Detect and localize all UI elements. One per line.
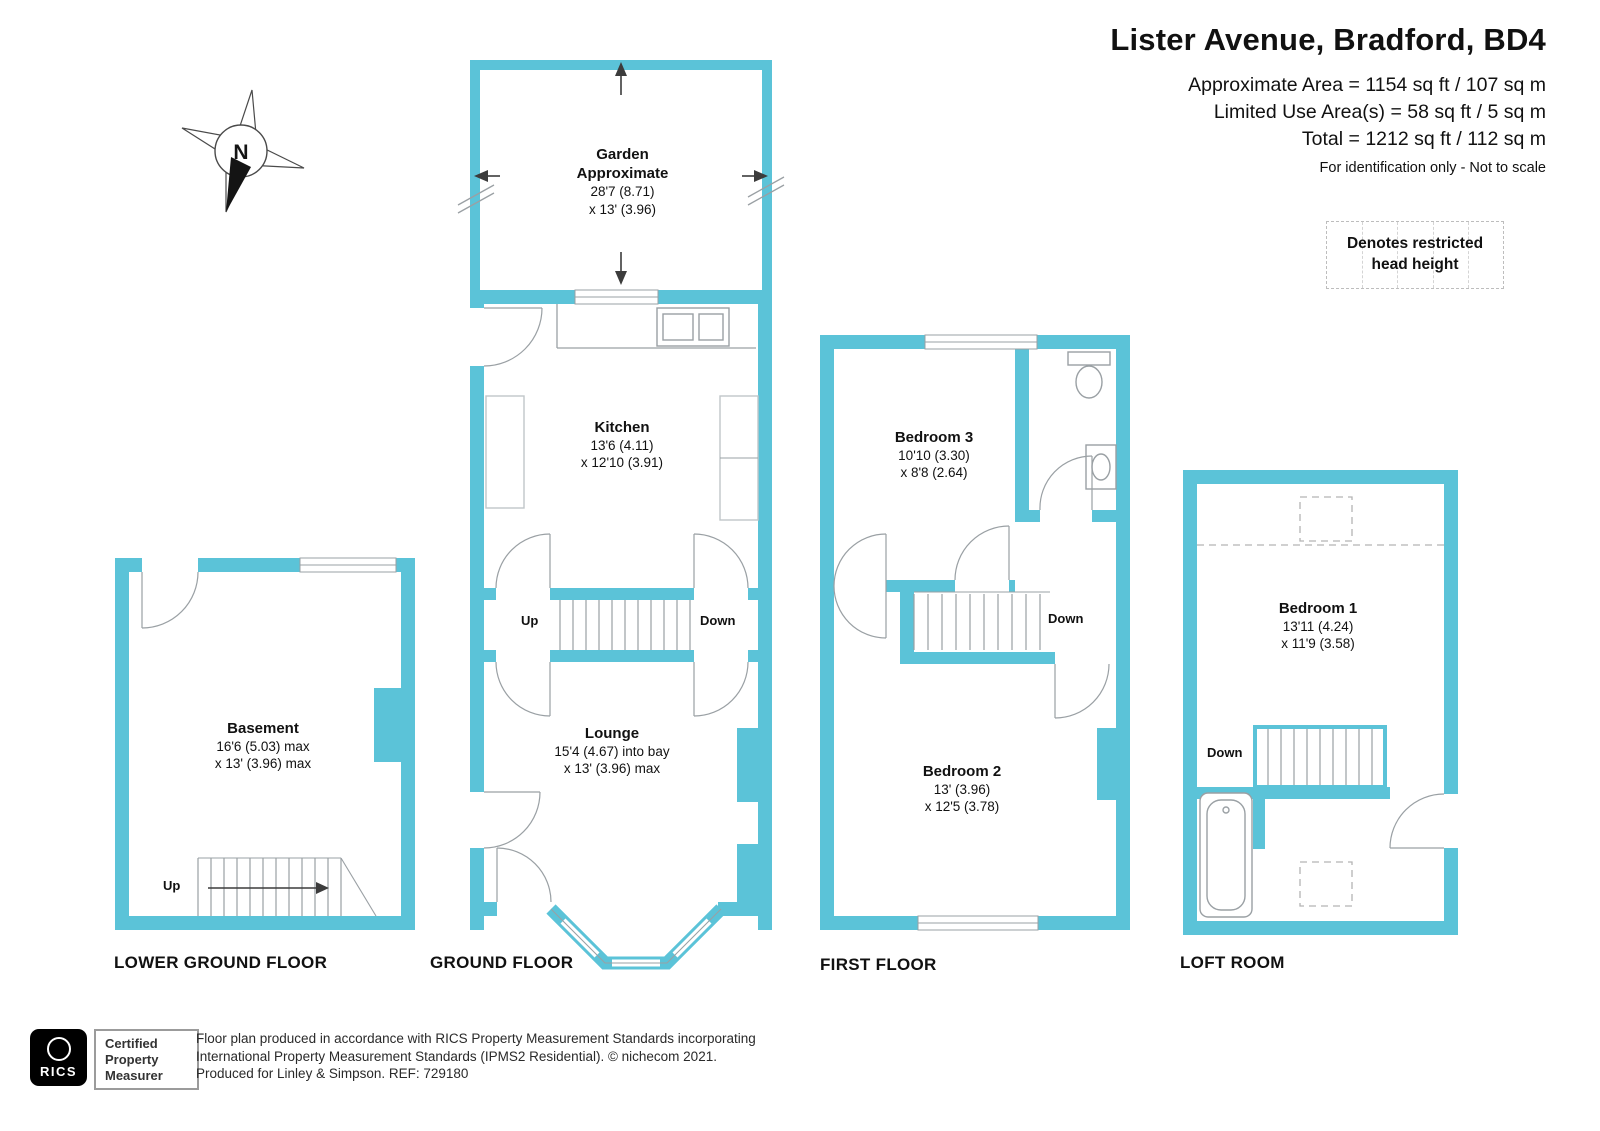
footer-line: Floor plan produced in accordance with R…: [196, 1031, 756, 1046]
room-name: Kitchen: [594, 419, 650, 436]
loft-floor-plan: [1183, 470, 1458, 935]
footer-disclaimer: Floor plan produced in accordance with R…: [196, 1030, 756, 1083]
page-title: Lister Avenue, Bradford, BD4: [1110, 22, 1546, 57]
kitchen-sink-unit: [556, 304, 756, 349]
compass-north-label: N: [233, 141, 248, 164]
room-label-bedroom2: Bedroom 2 13' (3.96) x 12'5 (3.78): [872, 762, 1052, 816]
cert-line: Measurer: [105, 1067, 163, 1083]
first-floor-doors: [833, 455, 1110, 719]
stair-label-down-loft: Down: [1207, 745, 1243, 760]
cert-line: Certified: [105, 1035, 158, 1051]
bay-window: [546, 904, 726, 970]
stair-label-down-first: Down: [1048, 611, 1084, 626]
restricted-head-height-legend: Denotes restricted head height: [1326, 221, 1504, 289]
kitchen-units: [485, 395, 759, 521]
loft-door: [1389, 793, 1445, 849]
stair-label-up-basement: Up: [163, 878, 181, 893]
rics-logo: RICS: [30, 1029, 87, 1086]
floor-title-lower-ground: LOWER GROUND FLOOR: [114, 953, 328, 972]
room-label-basement: Basement 16'6 (5.03) max x 13' (3.96) ma…: [168, 719, 358, 773]
room-dimension: x 12'10 (3.91): [580, 455, 664, 471]
total-area: Total = 1212 sq ft / 112 sq m: [1301, 128, 1546, 150]
rics-logo-text: RICS: [39, 1063, 78, 1079]
legend-hatch-line: [1397, 222, 1399, 288]
ground-floor-plan: [457, 60, 785, 970]
kitchen-window: [574, 289, 659, 305]
room-name: Bedroom 1: [1278, 600, 1358, 617]
room-dimension: 13'6 (4.11): [590, 438, 654, 454]
legend-hatch-line: [1467, 222, 1469, 288]
basement-door: [141, 571, 199, 629]
footer-line: Produced for Linley & Simpson. REF: 7291…: [196, 1066, 469, 1081]
stair-label-down-ground: Down: [700, 613, 736, 628]
first-floor-windows: [917, 334, 1039, 931]
room-label-kitchen: Kitchen 13'6 (4.11) x 12'10 (3.91): [535, 418, 709, 472]
garden-extent-arrows: [474, 62, 768, 285]
room-dimension: 13' (3.96): [933, 782, 991, 798]
restricted-head-height-lines: [1197, 496, 1444, 907]
compass-icon: N: [181, 89, 305, 213]
room-label-lounge: Lounge 15'4 (4.67) into bay x 13' (3.96)…: [512, 724, 712, 778]
room-dimension: 10'10 (3.30): [898, 448, 970, 464]
room-name: Bedroom 3: [894, 429, 974, 446]
cert-line: Property: [105, 1051, 159, 1067]
floor-title-loft: LOFT ROOM: [1180, 953, 1285, 972]
loft-walls: [1183, 470, 1458, 935]
basement-window: [299, 557, 397, 573]
approximate-area: Approximate Area = 1154 sq ft / 107 sq m: [1188, 74, 1546, 96]
room-name: Garden: [596, 146, 649, 163]
ground-floor-doors: [483, 307, 749, 903]
rics-crest-icon: [46, 1036, 71, 1061]
legend-hatch-line: [1362, 222, 1364, 288]
room-name: Lounge: [584, 725, 640, 742]
bathtub: [1199, 792, 1253, 918]
room-subtitle: Approximate: [576, 165, 669, 183]
footer-line: International Property Measurement Stand…: [196, 1048, 717, 1064]
room-name: Basement: [227, 720, 299, 737]
lower-ground-floor-plan: [115, 557, 415, 930]
room-label-bedroom3: Bedroom 3 10'10 (3.30) x 8'8 (2.64): [844, 428, 1024, 482]
first-floor-walls: [820, 335, 1130, 930]
room-dimension: 16'6 (5.03) max: [216, 739, 310, 755]
room-dimension: 15'4 (4.67) into bay: [554, 744, 670, 760]
stair-label-up-ground: Up: [521, 613, 539, 628]
bathroom-sink: [1085, 444, 1117, 490]
room-dimension: x 8'8 (2.64): [900, 465, 968, 481]
room-dimension: x 13' (3.96): [588, 201, 657, 217]
loft-stairs: [1253, 725, 1387, 789]
room-dimension: x 11'9 (3.58): [1281, 636, 1355, 652]
first-floor-stairs: [913, 591, 1050, 650]
limited-use-area: Limited Use Area(s) = 58 sq ft / 5 sq m: [1213, 101, 1546, 123]
room-dimension: 28'7 (8.71): [590, 184, 655, 200]
floor-title-ground: GROUND FLOOR: [430, 953, 574, 972]
first-floor-plan: [820, 334, 1130, 931]
legend-hatch-line: [1432, 222, 1434, 288]
toilet: [1067, 351, 1111, 399]
ground-floor-walls: [470, 290, 772, 930]
certified-property-measurer-badge: Certified Property Measurer: [94, 1029, 199, 1090]
basement-stairs: [197, 857, 377, 917]
room-dimension: x 13' (3.96) max: [214, 756, 312, 772]
room-label-bedroom1: Bedroom 1 13'11 (4.24) x 11'9 (3.58): [1228, 599, 1408, 653]
disclaimer: For identification only - Not to scale: [1319, 160, 1546, 176]
room-name: Bedroom 2: [922, 763, 1002, 780]
room-dimension: x 12'5 (3.78): [924, 799, 1000, 815]
legend-text: Denotes restricted head height: [1346, 235, 1484, 273]
ground-floor-stairs: [559, 600, 691, 650]
plan-header: Lister Avenue, Bradford, BD4 Approximate…: [1110, 22, 1546, 176]
room-label-garden: Garden Approximate 28'7 (8.71) x 13' (3.…: [545, 145, 700, 218]
room-dimension: x 13' (3.96) max: [563, 761, 661, 777]
room-dimension: 13'11 (4.24): [1282, 619, 1354, 635]
floor-title-first: FIRST FLOOR: [820, 955, 937, 974]
compass-needle: [226, 157, 251, 212]
